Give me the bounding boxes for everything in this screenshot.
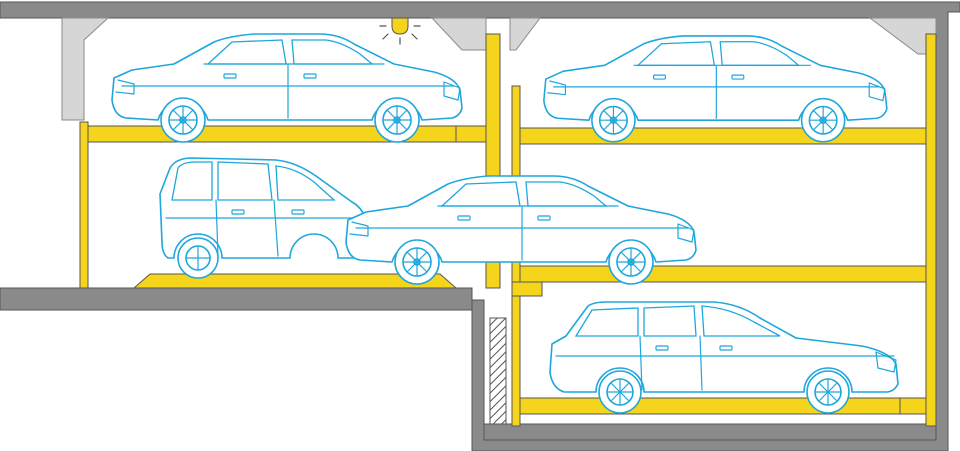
pit-wall bbox=[489, 317, 507, 427]
ceiling-beam-center-right bbox=[509, 17, 541, 51]
ceiling-lamp-icon bbox=[379, 17, 421, 45]
hatchback-icon bbox=[159, 157, 367, 279]
pallet-upper-right bbox=[519, 127, 927, 145]
pit-floor bbox=[483, 423, 937, 441]
pallet-pit-right-end bbox=[899, 397, 927, 415]
ceiling-beam-left bbox=[61, 17, 110, 121]
pallet-pit-right bbox=[519, 397, 927, 415]
ceiling-beam-center-left bbox=[430, 17, 487, 51]
ground-slab bbox=[0, 287, 473, 311]
pallet-middle-right-end bbox=[511, 281, 543, 297]
station-wagon-icon bbox=[549, 301, 899, 414]
pallet-middle-right bbox=[519, 265, 927, 283]
post-right bbox=[925, 33, 937, 427]
post-left bbox=[79, 121, 89, 289]
pallet-ground-left bbox=[132, 273, 458, 289]
sedan-icon bbox=[543, 35, 888, 143]
pallet-upper-left bbox=[87, 125, 485, 143]
pallet-upper-left-end bbox=[455, 125, 487, 143]
